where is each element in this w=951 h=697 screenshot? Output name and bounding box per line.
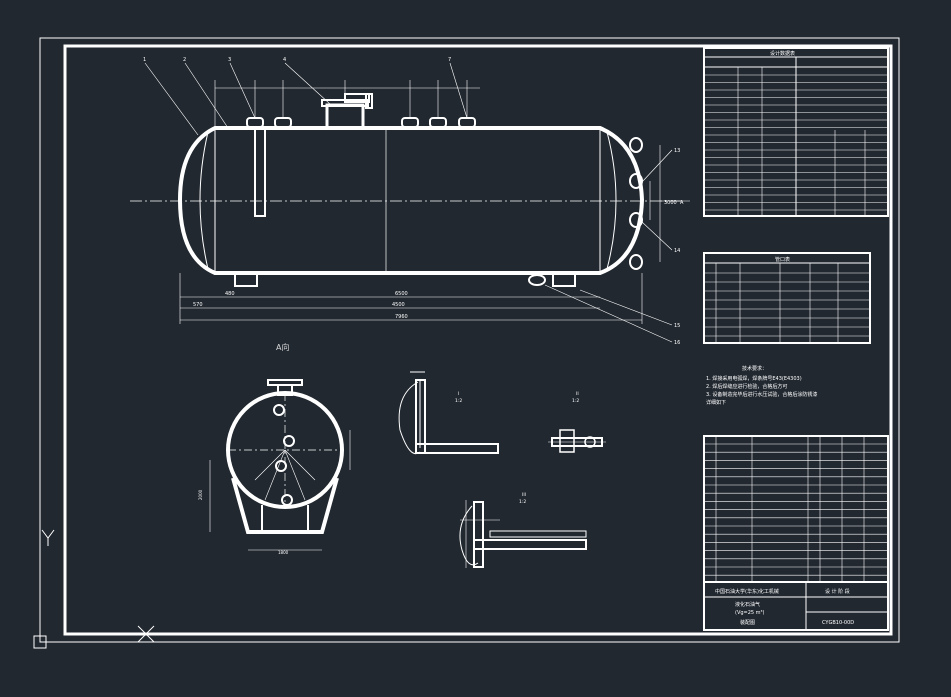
- design-data-title: 设计数据表: [770, 50, 795, 57]
- dim-left-support: 480: [225, 291, 235, 297]
- design-data-table: [703, 47, 889, 217]
- title-drawing-no: CYGB10-00D: [822, 620, 854, 626]
- outer-sheet-border: [39, 37, 900, 643]
- dim-diameter: 2000: [198, 489, 203, 500]
- tech-req-line: 3. 设备制造完毕后进行水压试验，合格后涂防锈漆: [706, 391, 817, 398]
- nozzle-rows: [704, 272, 870, 337]
- title-stage: 设 计 阶 段: [825, 588, 850, 595]
- leader-label: 14: [674, 248, 680, 254]
- detail-iii: [459, 500, 587, 568]
- section-label-ii: II: [576, 391, 579, 397]
- left-saddle-support: [234, 272, 258, 287]
- view-a-label: A向: [276, 342, 289, 352]
- section-scale-iii: 1:2: [519, 499, 526, 505]
- leader-label: 7: [448, 57, 451, 63]
- technical-requirements: 技术要求： 1. 焊接采用电弧焊，焊条牌号E43(E4303) 2. 焊后焊缝应…: [706, 365, 817, 406]
- leader-label: 2: [183, 57, 186, 63]
- section-label-i: I: [458, 391, 459, 397]
- section-label-iii: III: [522, 492, 526, 498]
- detail-ii: [548, 429, 606, 453]
- leader-label: 16: [674, 340, 680, 346]
- leader-label: 13: [674, 148, 680, 154]
- tech-req-title: 技术要求：: [742, 365, 767, 372]
- head-nozzles: [629, 137, 643, 270]
- vessel-shell: [177, 126, 645, 275]
- ucs-icon: [33, 529, 155, 649]
- title-block: [703, 581, 889, 631]
- title-name-line1: 液化石油气: [735, 601, 760, 608]
- dip-pipe: [254, 127, 266, 217]
- section-scale-i: 1:2: [455, 398, 462, 404]
- tech-req-line: 1. 焊接采用电弧焊，焊条牌号E43(E4303): [706, 375, 802, 382]
- main-elevation-view: [130, 62, 690, 343]
- right-saddle-support: [552, 272, 576, 287]
- leader-label: 4: [283, 57, 286, 63]
- dim-shell-length: 6500: [395, 291, 408, 297]
- direction-letter: A: [680, 200, 684, 206]
- section-scale-ii: 1:2: [572, 398, 579, 404]
- title-name-line3: 装配图: [740, 619, 755, 626]
- leader-label: 15: [674, 323, 680, 329]
- parts-list-rows: [704, 443, 888, 576]
- dim-side-height: 3000: [664, 200, 677, 206]
- end-view-a: [209, 379, 351, 551]
- dim-overall-length: 7960: [395, 314, 408, 320]
- leader-label: 1: [143, 57, 146, 63]
- main-view-annotations: 1 2 3 4 7 13 14 15 16 4500 6500 7960 570…: [143, 57, 684, 346]
- detail-i: [398, 371, 499, 455]
- top-nozzles: [246, 117, 476, 128]
- tech-req-line: 2. 焊后焊缝应进行检验，合格后方可: [706, 383, 787, 390]
- dim-support-span: 4500: [392, 302, 405, 308]
- tech-req-line: 详细如下: [706, 399, 726, 406]
- title-name-line2: (Vg=25 m³): [735, 610, 765, 616]
- nozzle-table: [703, 252, 871, 344]
- dim-flange: 1800: [278, 550, 289, 555]
- leader-label: 3: [228, 57, 231, 63]
- dim-left-offset: 570: [193, 302, 203, 308]
- inner-frame-border: [63, 44, 893, 636]
- nozzle-table-title: 管口表: [775, 256, 790, 263]
- manhole: [325, 103, 365, 130]
- design-data-rows: [704, 74, 888, 211]
- parts-list-table: [703, 435, 889, 583]
- title-institute: 中国石油大学(华东)化工机械: [715, 588, 779, 595]
